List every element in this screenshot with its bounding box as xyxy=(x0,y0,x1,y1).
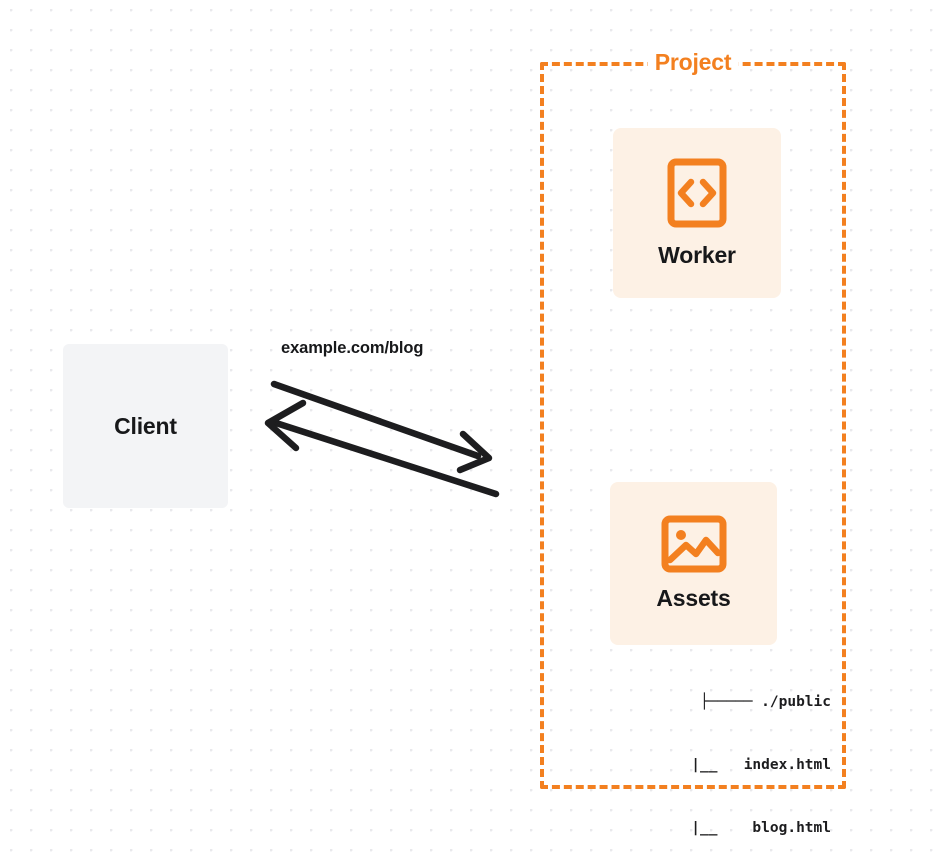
assets-node[interactable]: Assets xyxy=(610,482,777,645)
image-icon xyxy=(661,515,726,573)
request-url-label: example.com/blog xyxy=(281,339,424,357)
file-tree-row: |__ blog.html xyxy=(656,820,831,836)
response-arrow xyxy=(264,399,500,498)
file-tree-row: ├───── ./public xyxy=(700,694,831,710)
assets-file-tree: ├───── ./public |__ index.html |__ blog.… xyxy=(586,650,831,860)
worker-node[interactable]: Worker xyxy=(613,128,781,298)
request-arrow xyxy=(270,380,493,474)
code-file-icon xyxy=(667,158,727,227)
client-label: Client xyxy=(114,412,177,439)
project-title: Project xyxy=(647,49,739,76)
client-node[interactable]: Client xyxy=(63,344,228,508)
project-container: Project Worker Assets ├───── ./public |_… xyxy=(540,49,846,836)
assets-label: Assets xyxy=(656,585,731,611)
file-tree-row: |__ index.html xyxy=(656,757,831,773)
worker-label: Worker xyxy=(658,241,736,268)
